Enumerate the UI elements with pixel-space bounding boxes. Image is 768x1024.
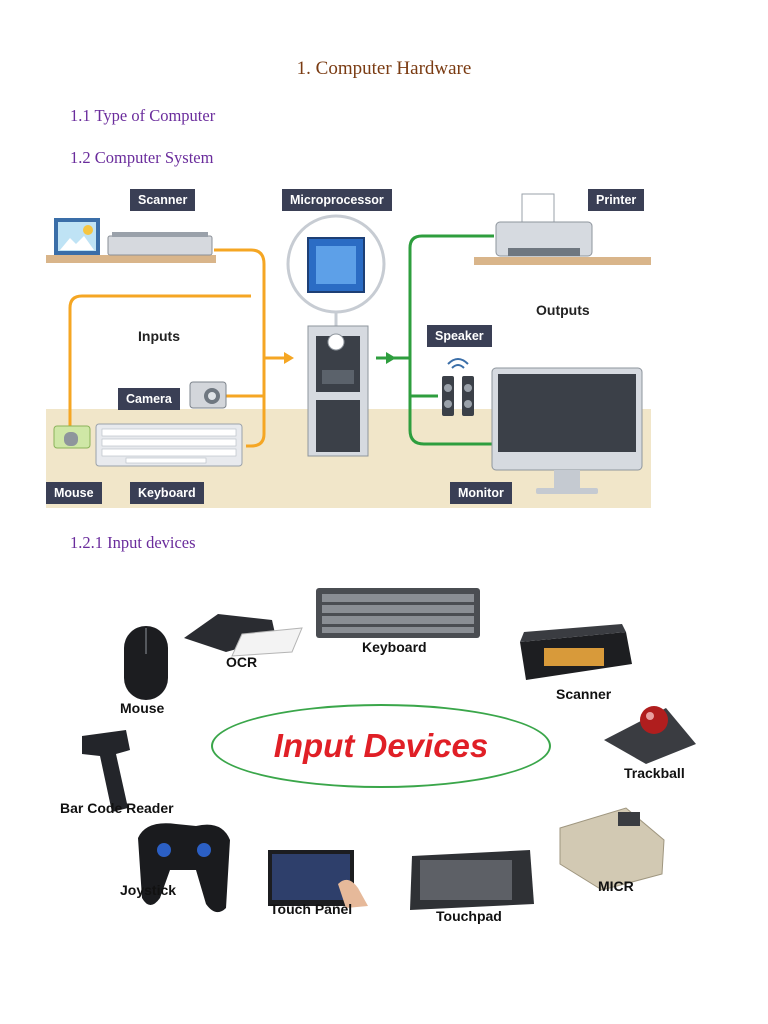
speaker-left-icon — [442, 376, 454, 416]
callout-printer: Printer — [588, 189, 645, 211]
callout-monitor: Monitor — [450, 482, 512, 504]
section-heading-computer-system: 1.2 Computer System — [70, 148, 214, 167]
section-heading-input-devices: 1.2.1 Input devices — [70, 533, 196, 552]
speaker-right-icon — [462, 376, 474, 416]
input-devices-illustration — [82, 588, 696, 913]
callout-scanner: Scanner — [130, 189, 196, 211]
scanner-device-icon — [107, 235, 213, 256]
mouse-device-icon — [124, 626, 168, 700]
input-lines — [68, 248, 286, 448]
barcode-reader-icon — [82, 730, 130, 812]
callout-camera: Camera — [118, 388, 180, 410]
caption-barcode-reader: Bar Code Reader — [60, 800, 174, 816]
section-heading-type-of-computer: 1.1 Type of Computer — [70, 106, 216, 125]
caption-trackball: Trackball — [624, 765, 685, 781]
page-heading: 1. Computer Hardware — [296, 58, 472, 79]
output-arrow — [386, 352, 396, 364]
input-devices-figure: Input Devices Mouse OCR Keyboard Scanner… — [46, 568, 726, 930]
micr-device-icon — [559, 807, 665, 891]
caption-joystick: Joystick — [120, 882, 177, 898]
caption-scanner: Scanner — [556, 686, 612, 702]
input-arrow — [284, 352, 294, 364]
right-shelf — [474, 257, 651, 265]
inputs-label: Inputs — [138, 328, 180, 344]
caption-touchpad: Touchpad — [436, 908, 502, 924]
callout-microprocessor: Microprocessor — [282, 189, 392, 211]
wifi-icon — [447, 358, 469, 369]
input-devices-title: Input Devices — [211, 704, 551, 788]
caption-micr: MICR — [598, 878, 634, 894]
computer-system-diagram: Scanner Microprocessor Printer Speaker C… — [46, 186, 651, 508]
callout-mouse: Mouse — [46, 482, 102, 504]
printer-paper — [521, 193, 555, 225]
callout-speaker: Speaker — [427, 325, 492, 347]
caption-ocr: OCR — [226, 654, 258, 670]
computer-system-illustration — [46, 193, 651, 508]
outputs-label: Outputs — [536, 302, 590, 318]
caption-keyboard: Keyboard — [362, 639, 427, 655]
caption-mouse: Mouse — [120, 700, 165, 716]
trackball-device-icon — [604, 708, 696, 764]
callout-keyboard: Keyboard — [130, 482, 204, 504]
caption-touch-panel: Touch Panel — [270, 901, 353, 917]
joystick-icon — [138, 823, 230, 913]
left-shelf — [46, 255, 216, 263]
